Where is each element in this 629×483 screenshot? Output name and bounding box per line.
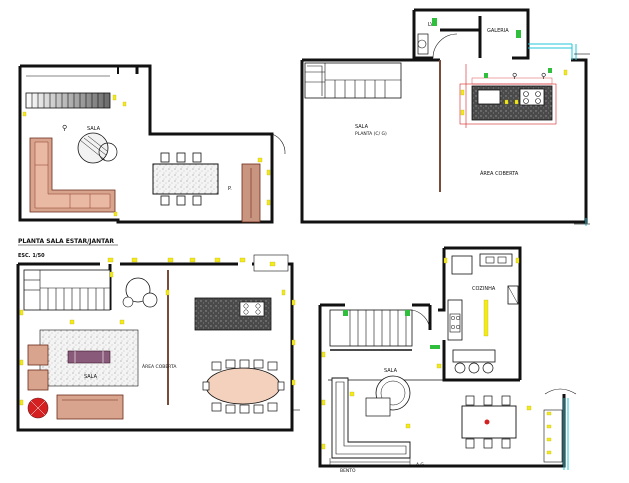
wall-outline-br <box>318 303 566 468</box>
markers-tl <box>22 94 271 217</box>
oval-dining-table-bl <box>202 359 285 414</box>
room-label-galeria: GALERIA <box>487 28 509 34</box>
staircase-tl <box>25 75 111 109</box>
plan-top-left: SALA ⚲ P. <box>18 64 286 224</box>
round-table-tl <box>77 132 118 164</box>
railing-tr <box>528 43 587 226</box>
door-swing-tl <box>271 133 286 155</box>
svg-text:⚲: ⚲ <box>541 72 546 80</box>
dimension-label-1: BENTO <box>340 468 356 474</box>
living-area-br <box>331 375 411 459</box>
room-label-sala-tr-sub: PLANTA (C/ G) <box>355 131 387 137</box>
staircase-bl <box>23 269 111 311</box>
room-label-cozinha: COZINHA <box>472 286 496 292</box>
kitchen-br <box>447 253 519 374</box>
living-area-bl <box>27 329 139 420</box>
markers-br <box>321 257 552 455</box>
room-label-sala-tr: SALA <box>355 124 369 130</box>
person-marker-icon: ⚲ <box>62 124 67 132</box>
svg-text:⚲: ⚲ <box>512 72 517 80</box>
room-label-lv: LV <box>428 22 434 28</box>
kitchen-counter-tr <box>459 64 557 128</box>
markers-bl <box>19 257 296 406</box>
svg-text:P.: P. <box>228 186 232 192</box>
sofa-l-tl <box>29 137 116 213</box>
dining-table-tl <box>152 152 219 206</box>
dimension-line-br: BENTO A.G <box>329 458 424 474</box>
markers-tr <box>460 69 568 116</box>
room-label-sala-bl: SALA <box>84 374 98 380</box>
plan-top-right: LV GALERIA <box>300 8 590 226</box>
dimension-label-2: A.G <box>416 462 424 468</box>
room-label-sala-br: SALA <box>384 368 398 374</box>
room-label-area-coberta-tr: ÁREA COBERTA <box>480 170 519 177</box>
staircase-tr <box>304 62 402 99</box>
plan-bottom-right: COZINHA SALA <box>318 246 577 474</box>
plan-bottom-left: SALA ÁREA COBERTA <box>16 254 300 432</box>
room-label-area-coberta-bl: ÁREA COBERTA <box>142 363 177 370</box>
green-markers-br <box>343 310 440 349</box>
plan-scale: ESC. 1/50 <box>18 253 45 259</box>
room-label-sala-tl: SALA <box>87 126 101 132</box>
dining-table-br <box>461 395 517 449</box>
green-markers-tr <box>484 68 552 78</box>
staircase-br <box>329 309 413 351</box>
round-table-bl <box>122 277 158 308</box>
railing-br <box>563 398 569 470</box>
plan-title: PLANTA SALA ESTAR/JANTAR <box>18 238 114 245</box>
kitchen-island-bl <box>194 297 272 331</box>
